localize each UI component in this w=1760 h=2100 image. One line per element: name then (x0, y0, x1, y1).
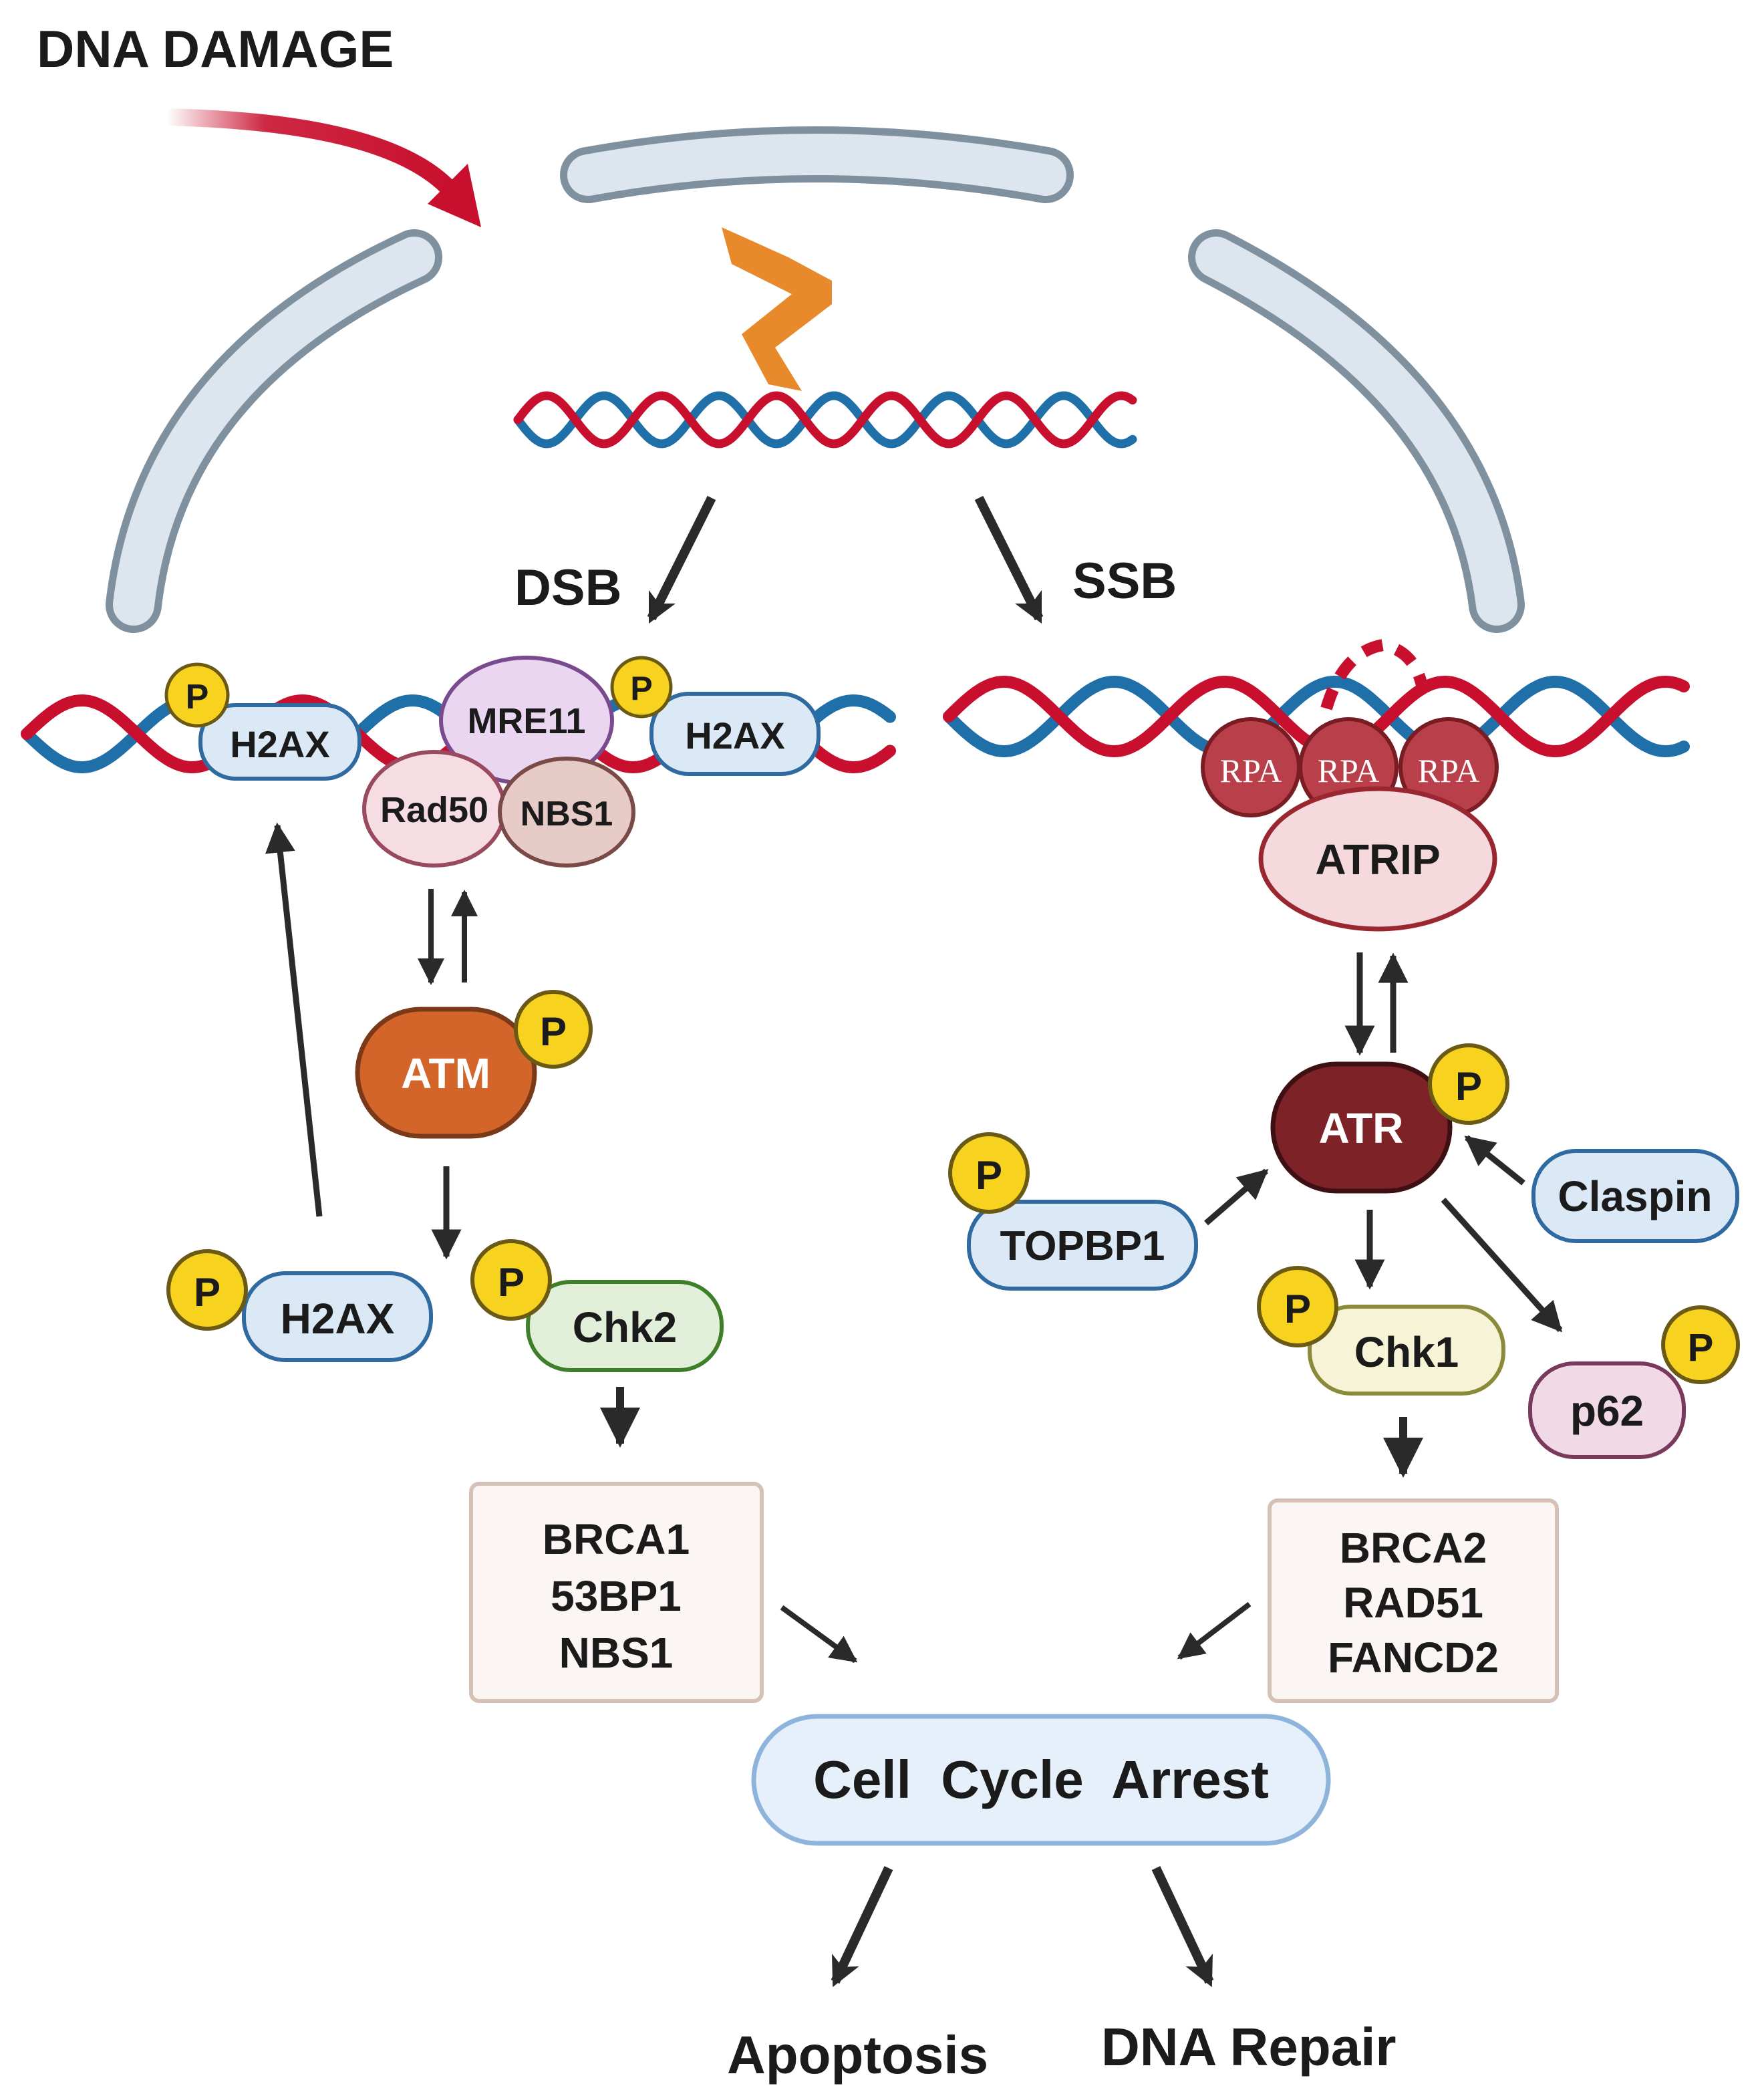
phospho-badge: P (164, 662, 230, 728)
phospho-badge: P (1257, 1266, 1338, 1347)
atrip-node: ATRIP (1258, 786, 1497, 932)
mre11-label: MRE11 (467, 701, 585, 741)
chk2-node: Chk2 (526, 1280, 724, 1372)
damage-bolt-icon (722, 227, 832, 391)
dsb-h2ax-right-label: H2AX (685, 714, 784, 757)
phospho-badge: P (470, 1239, 552, 1321)
svg-text:P: P (976, 1153, 1002, 1198)
dsb-h2ax-left-label: H2AX (230, 723, 329, 765)
svg-text:P: P (1284, 1287, 1311, 1331)
nbs1-node: NBS1 (498, 757, 635, 868)
cell-cycle-arrest-label: Cell Cycle Arrest (813, 1750, 1269, 1809)
damage-arrow (158, 108, 481, 227)
dsb-h2ax-left: H2AX (198, 703, 361, 781)
cell-cycle-arrest-node: Cell Cycle Arrest (751, 1714, 1331, 1846)
phospho-badge: P (948, 1132, 1030, 1214)
nuclear-envelope (106, 126, 1525, 633)
topbp1-label: TOPBP1 (1000, 1223, 1165, 1269)
atr-node: ATR (1270, 1061, 1453, 1194)
phospho-badge: P (610, 656, 673, 718)
dna-helix-top (513, 391, 1137, 448)
rpa-node-2: RPA (1399, 717, 1499, 817)
title: DNA DAMAGE (37, 19, 394, 78)
ssb-target-2: FANCD2 (1328, 1633, 1499, 1682)
h2ax-label: H2AX (281, 1295, 395, 1343)
atr-label: ATR (1319, 1104, 1404, 1152)
dna-strand-blue (513, 391, 1137, 448)
phospho-badge: P (166, 1249, 248, 1331)
svg-text:P: P (630, 670, 652, 707)
arrow-dsb-targets-to-arrest (780, 1605, 858, 1664)
p62-label: p62 (1570, 1387, 1644, 1435)
arrow-h2ax-to-dna (265, 822, 323, 1217)
p62-node: p62 (1528, 1361, 1686, 1459)
atrip-label: ATRIP (1315, 835, 1440, 884)
svg-text:P: P (1688, 1326, 1714, 1369)
rpa-label-2: RPA (1418, 752, 1480, 789)
h2ax-node: H2AX (242, 1271, 433, 1362)
arrow-to-ssb (974, 495, 1044, 624)
ssb-targets-box: BRCA2 RAD51 FANCD2 (1268, 1498, 1559, 1703)
ssb-target-0: BRCA2 (1340, 1524, 1487, 1572)
svg-text:P: P (186, 678, 209, 716)
claspin-label: Claspin (1558, 1172, 1712, 1220)
dna-repair-label: DNA Repair (1101, 2017, 1397, 2077)
ssb-target-1: RAD51 (1343, 1579, 1483, 1627)
apoptosis-label: Apoptosis (727, 2025, 988, 2085)
arrow-ssb-targets-to-arrest (1177, 1601, 1252, 1660)
dna-strand-blue (943, 675, 1690, 758)
dsb-target-2: NBS1 (559, 1629, 674, 1677)
dsb-targets-box: BRCA1 53BP1 NBS1 (469, 1482, 764, 1703)
rpa-label-1: RPA (1318, 752, 1380, 789)
dsb-target-1: 53BP1 (551, 1572, 682, 1620)
phospho-badge: P (514, 990, 593, 1069)
claspin-node: Claspin (1531, 1149, 1739, 1243)
nbs1-label: NBS1 (521, 795, 613, 833)
phospho-badge: P (1428, 1043, 1509, 1125)
rpa-label-0: RPA (1220, 752, 1282, 789)
label-dsb: DSB (515, 559, 621, 616)
atm-label: ATM (401, 1049, 490, 1097)
svg-text:P: P (194, 1270, 221, 1315)
rad50-node: Rad50 (362, 750, 506, 868)
arrow-atr-to-p62 (1441, 1197, 1563, 1333)
chk1-node: Chk1 (1308, 1305, 1505, 1396)
arrow-to-dsb (647, 495, 716, 624)
chk1-label: Chk1 (1354, 1328, 1459, 1376)
svg-text:P: P (1455, 1064, 1482, 1109)
arrow-arrest-to-apoptosis (831, 1866, 893, 1988)
arrow-topbp1-to-atr (1204, 1168, 1269, 1226)
mre11-node: MRE11 (439, 656, 614, 785)
arrow-arrest-to-repair (1151, 1866, 1214, 1988)
chk2-label: Chk2 (573, 1303, 678, 1351)
rad50-label: Rad50 (380, 790, 488, 830)
svg-text:P: P (540, 1009, 567, 1054)
topbp1-node: TOPBP1 (967, 1200, 1198, 1291)
dsb-target-0: BRCA1 (543, 1515, 690, 1563)
dna-strand-red (513, 391, 1137, 448)
atm-node: ATM (355, 1007, 537, 1139)
phospho-badge: P (1661, 1305, 1740, 1384)
arrow-claspin-to-atr (1464, 1135, 1525, 1186)
label-ssb: SSB (1072, 553, 1177, 610)
rpa-node-0: RPA (1201, 717, 1301, 817)
svg-text:P: P (498, 1260, 525, 1305)
dsb-h2ax-right: H2AX (649, 692, 821, 776)
